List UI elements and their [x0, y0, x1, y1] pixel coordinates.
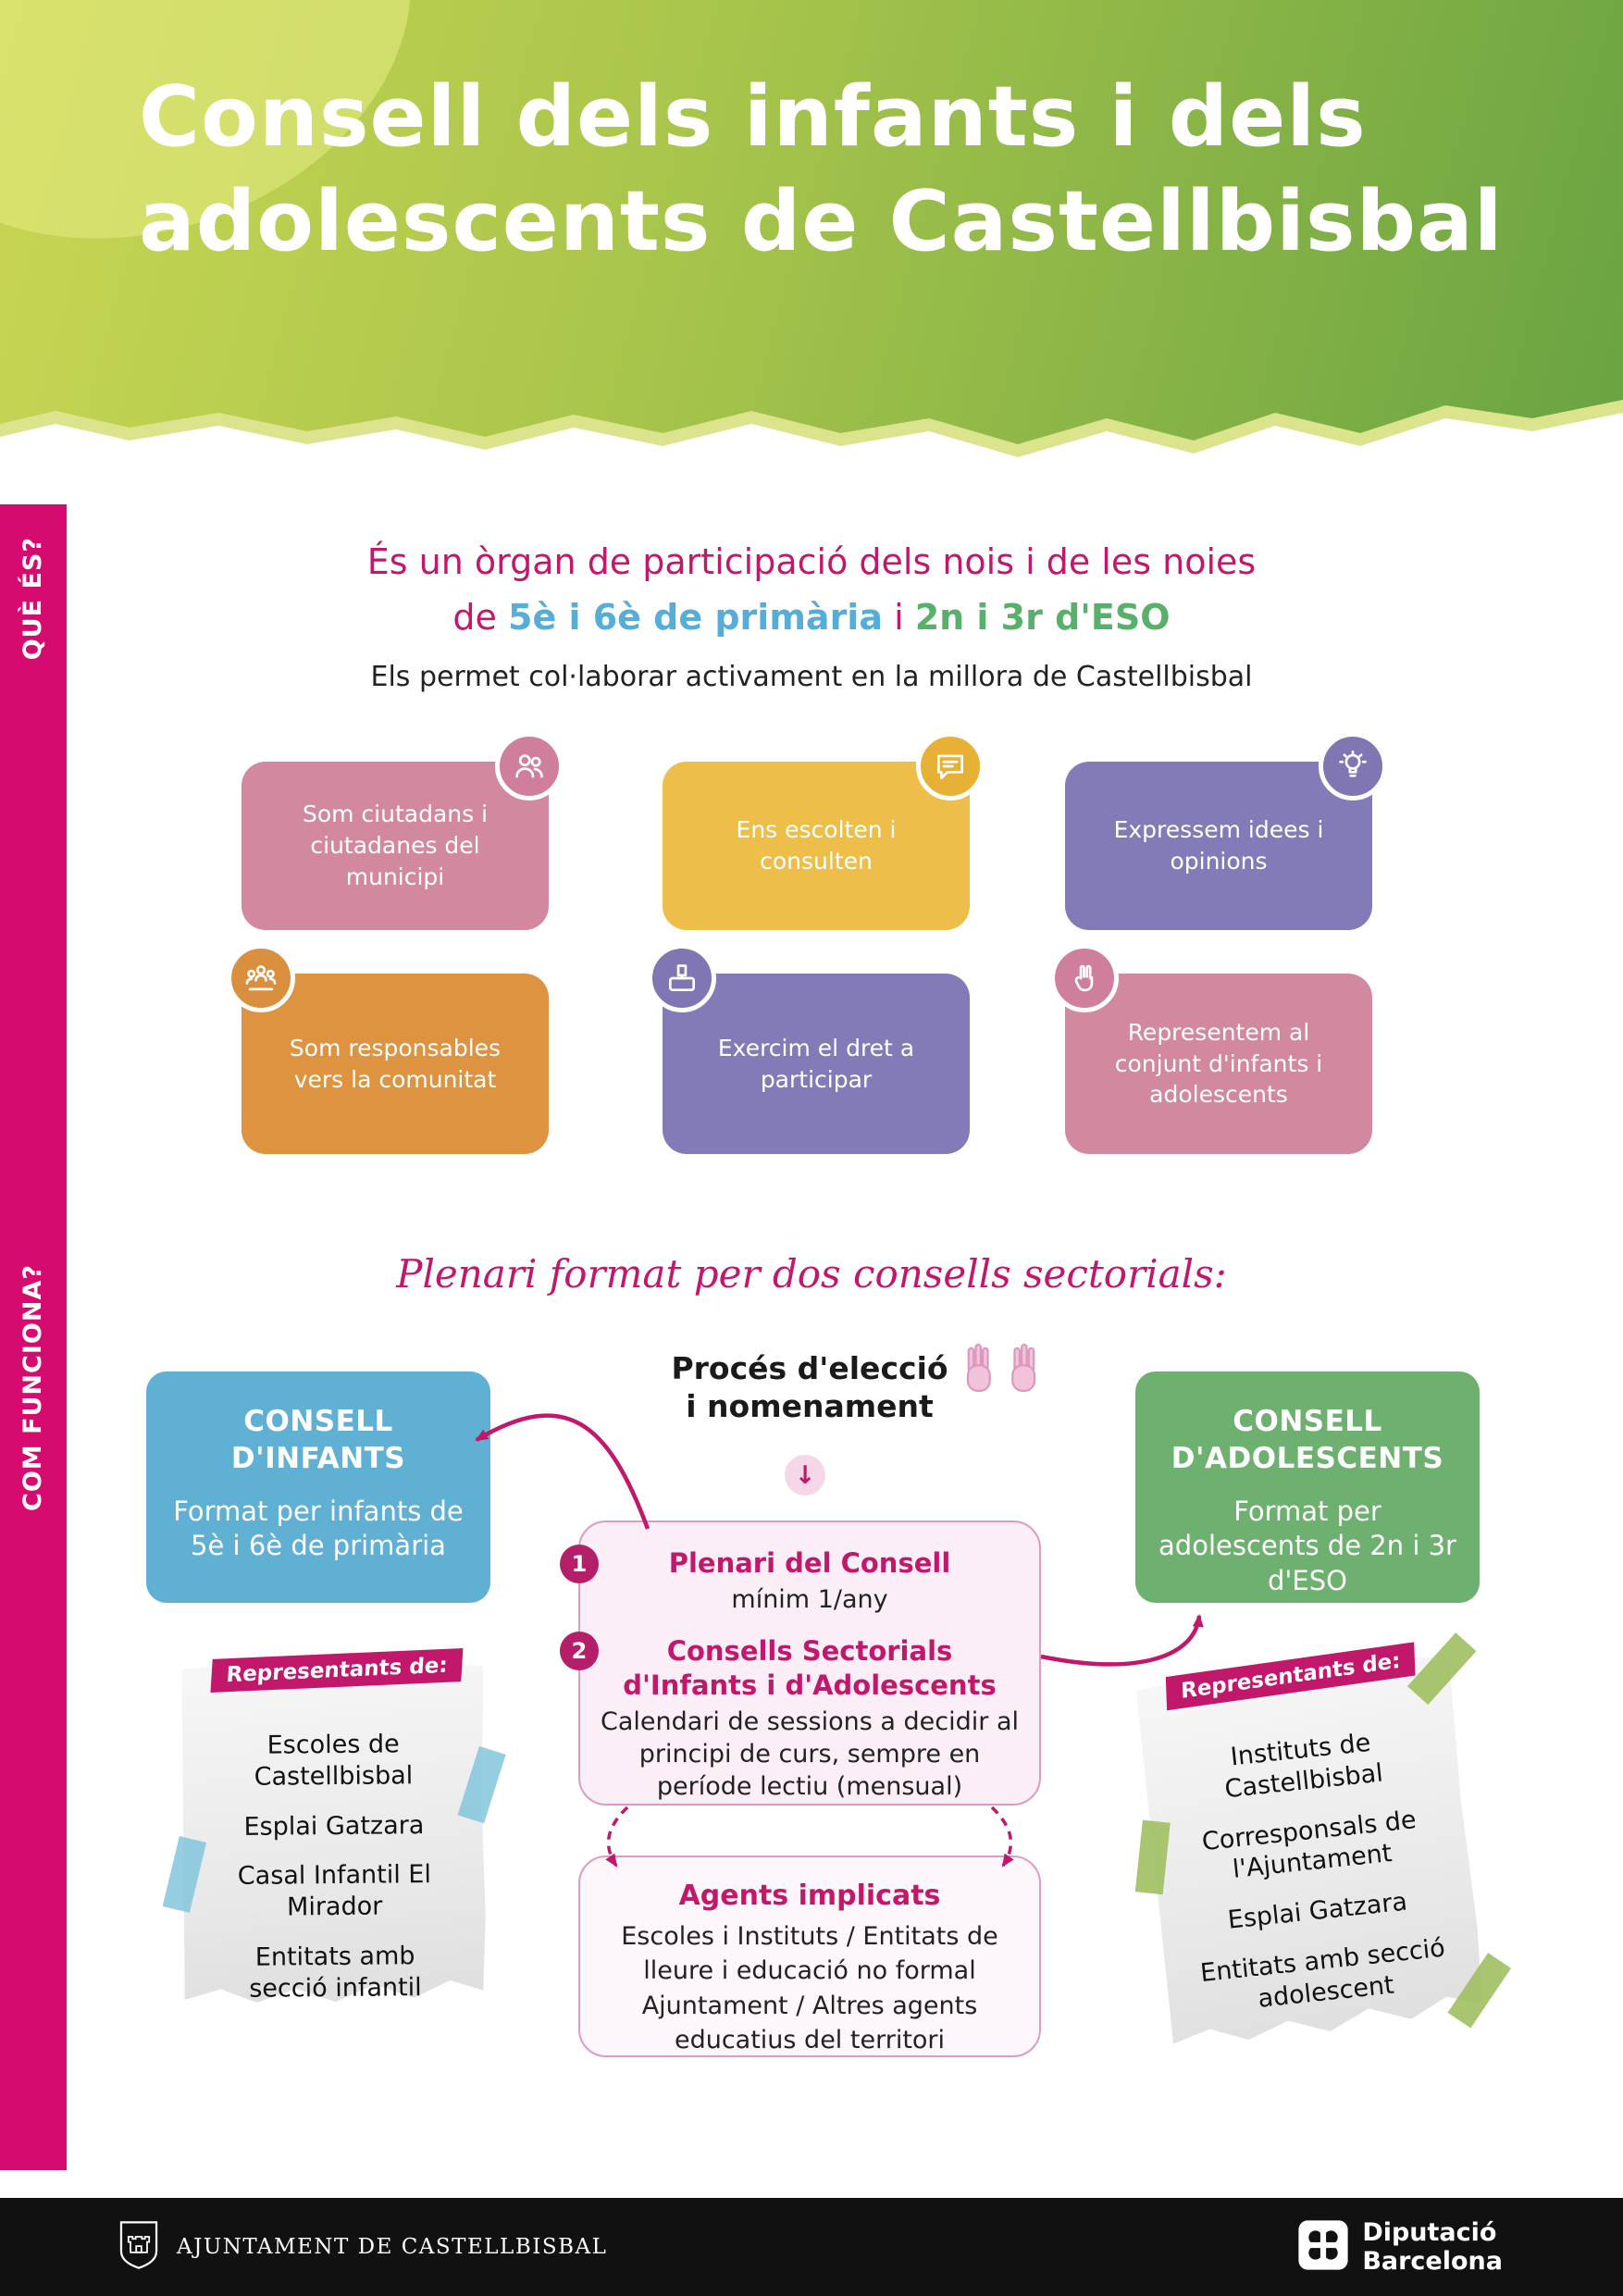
consell-adolescents-title: CONSELL D'ADOLESCENTS [1158, 1403, 1457, 1478]
process-title: Procés d'elecció i nomenament [652, 1349, 967, 1426]
card-ens-escolten: Ens escolten i consulten [663, 732, 985, 930]
agents-desc: Escoles i Instituts / Entitats de lleure… [621, 1922, 998, 2054]
page-title: Consell dels infants i dels adolescents … [139, 65, 1504, 275]
agents-box: Agents implicats Escoles i Instituts / E… [578, 1855, 1041, 2057]
consell-infants-title: CONSELL D'INFANTS [168, 1403, 468, 1478]
diputacio-logo [1297, 2219, 1349, 2275]
process-title-line2: i nomenament [686, 1388, 934, 1425]
process-box: 1 2 Plenari del Consell mínim 1/any Cons… [560, 1520, 1041, 1806]
note-infants-representants: Representants de: Escoles de Castellbisb… [162, 1647, 506, 2007]
intro-line2-primaria: 5è i 6è de primària [508, 597, 883, 638]
section-label-com-funciona: COM FUNCIONA? [19, 1264, 47, 1511]
intro-line3: Els permet col·laborar activament en la … [370, 661, 1253, 693]
note-item: Entitats amb secció adolescent [1198, 1933, 1447, 2014]
step-1: Plenari del Consell mínim 1/any [599, 1546, 1021, 1616]
consell-infants-subtitle: Format per infants de 5è i 6è de primàri… [173, 1495, 464, 1562]
card-text: Ens escolten i consulten [736, 816, 897, 875]
victory-hand-icon [1050, 944, 1119, 1012]
page-title-line1: Consell dels infants i dels [139, 68, 1367, 166]
note-items: Escoles de Castellbisbal Esplai Gatzara … [182, 1729, 487, 2024]
footer-ajuntament: AJUNTAMENT DE CASTELLBISBAL [118, 2219, 607, 2275]
castle-shield-icon [118, 2219, 160, 2275]
footer-diputacio: Diputació Barcelona [1297, 2218, 1503, 2276]
card-text: Exercim el dret a participar [717, 1034, 915, 1093]
note-item: Entitats amb secció infantil [249, 1941, 422, 2004]
community-icon [227, 944, 295, 1012]
diputacio-label: Diputació Barcelona [1362, 2218, 1503, 2276]
down-arrow-icon: ↓ [785, 1455, 825, 1496]
step-2-desc: Calendari de sessions a decidir al princ… [600, 1706, 1019, 1802]
note-items: Instituts de Castellbisbal Corresponsals… [1143, 1719, 1486, 2042]
ballot-icon [648, 944, 716, 1012]
people-group-icon [495, 732, 564, 800]
card-expressem-idees: Expressem idees i opinions [1065, 732, 1387, 930]
note-item: Corresponsals de l'Ajuntament [1200, 1805, 1418, 1885]
intro-line2: de 5è i 6è de primària i 2n i 3r d'ESO [0, 597, 1623, 638]
consell-infants-box: CONSELL D'INFANTS Format per infants de … [146, 1371, 490, 1603]
consell-adolescents-subtitle: Format per adolescents de 2n i 3r d'ESO [1158, 1495, 1456, 1596]
card-text: Expressem idees i opinions [1113, 816, 1324, 875]
consell-adolescents-box: CONSELL D'ADOLESCENTS Format per adolesc… [1135, 1371, 1480, 1603]
consell-adolescents-title-line1: CONSELL [1233, 1405, 1382, 1438]
note-item: Esplai Gatzara [1226, 1887, 1409, 1935]
card-som-ciutadans: Som ciutadans i ciutadanes del municipi [242, 732, 564, 930]
step-1-desc: mínim 1/any [731, 1585, 888, 1615]
step-2: Consells Sectorials d'Infants i d'Adoles… [599, 1634, 1021, 1803]
card-text: Som ciutadans i ciutadanes del municipi [302, 800, 489, 890]
intro-line2-i: i [882, 597, 915, 638]
intro-line2-eso: 2n i 3r d'ESO [914, 597, 1171, 638]
card-text: Representem al conjunt d'infants i adole… [1114, 1018, 1323, 1109]
card-som-responsables: Som responsables vers la comunitat [227, 944, 549, 1154]
diputacio-line1: Diputació [1362, 2217, 1497, 2247]
note-item: Casal Infantil El Mirador [237, 1860, 432, 1922]
note-item: Escoles de Castellbisbal [254, 1730, 414, 1792]
consell-infants-title-line2: D'INFANTS [230, 1442, 406, 1476]
consell-adolescents-title-line2: D'ADOLESCENTS [1171, 1442, 1444, 1476]
card-representem: Representem al conjunt d'infants i adole… [1050, 944, 1372, 1154]
sidebar-strip [0, 504, 67, 2170]
plenari-heading: Plenari format per dos consells sectoria… [396, 1251, 1227, 1297]
diputacio-line2: Barcelona [1362, 2247, 1503, 2276]
step-2-number: 2 [560, 1632, 599, 1670]
arrow-to-adolescents [1040, 1614, 1204, 1667]
footer: AJUNTAMENT DE CASTELLBISBAL Diputació Ba… [0, 2198, 1623, 2296]
raised-hands-icon [959, 1333, 1044, 1418]
note-item: Esplai Gatzara [243, 1810, 425, 1842]
note-adolescents-representants: Representants de: Instituts de Castellbi… [1134, 1632, 1512, 2051]
intro-line2-de: de [452, 597, 509, 638]
idea-icon [1319, 732, 1387, 800]
card-text: Som responsables vers la comunitat [289, 1034, 502, 1093]
step-2-title: Consells Sectorials d'Infants i d'Adoles… [623, 1635, 997, 1701]
ajuntament-label: AJUNTAMENT DE CASTELLBISBAL [177, 2235, 608, 2259]
arrow-to-infants [475, 1413, 650, 1530]
page-title-line2: adolescents de Castellbisbal [139, 173, 1504, 271]
step-1-number: 1 [560, 1545, 599, 1583]
speech-bubble-icon [916, 732, 985, 800]
header: Consell dels infants i dels adolescents … [0, 0, 1623, 444]
card-exercim-dret: Exercim el dret a participar [648, 944, 970, 1154]
intro-line1: És un òrgan de participació dels nois i … [366, 541, 1257, 582]
agents-title: Agents implicats [678, 1880, 941, 1912]
step-1-title: Plenari del Consell [668, 1547, 951, 1579]
consell-infants-title-line1: CONSELL [243, 1405, 393, 1438]
process-title-line1: Procés d'elecció [671, 1350, 948, 1386]
